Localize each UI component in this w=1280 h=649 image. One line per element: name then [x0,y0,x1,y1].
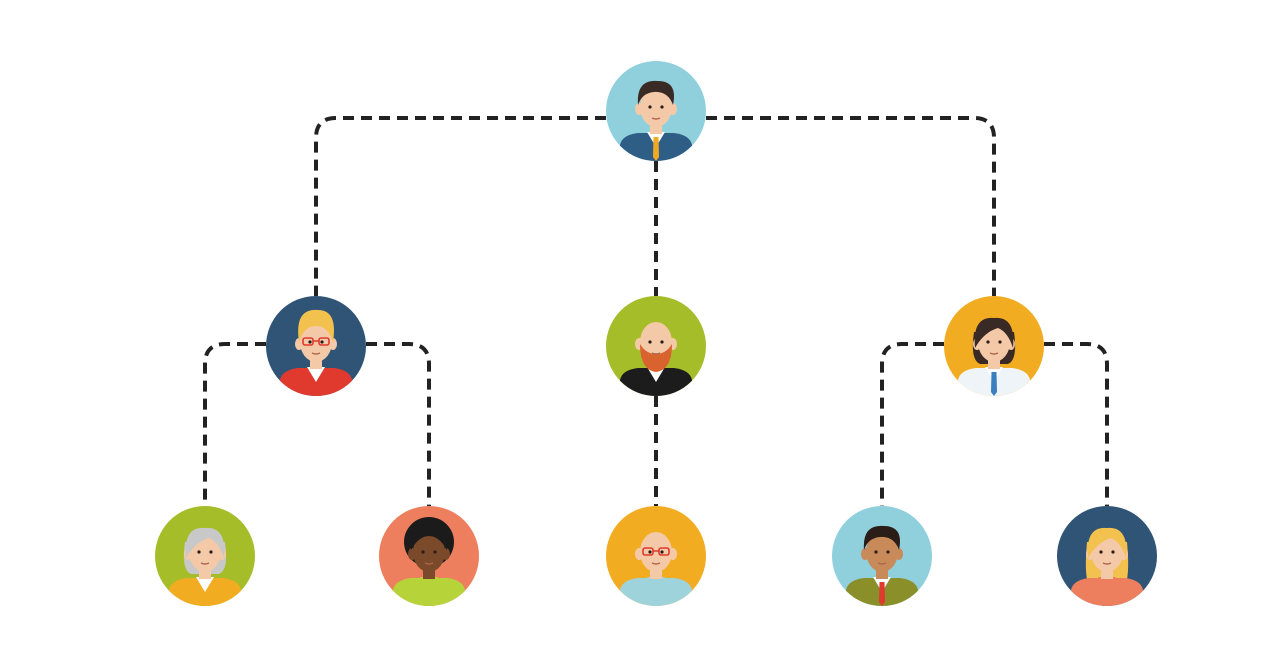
connector-lines [203,116,1109,506]
connector-mid-left-to-bottom-2 [366,342,431,506]
avatar-mid-center [606,296,706,396]
avatar-mid-right [944,296,1044,396]
avatar-nodes [155,61,1157,606]
connector-root-to-mid-left [314,116,606,296]
avatar-bottom-2 [379,506,479,606]
avatar-bottom-4 [832,506,932,606]
avatar-root [606,61,706,161]
avatar-mid-left [266,296,366,396]
person-man-olive-jacket-red-tie-icon [842,525,922,606]
connector-mid-left-to-bottom-1 [203,342,266,506]
avatar-bottom-1 [155,506,255,606]
avatar-bottom-5 [1057,506,1157,606]
connector-mid-right-to-bottom-4 [880,342,944,506]
connector-root-to-mid-right [706,116,996,296]
avatar-bottom-3 [606,506,706,606]
connector-mid-right-to-bottom-5 [1044,342,1109,506]
